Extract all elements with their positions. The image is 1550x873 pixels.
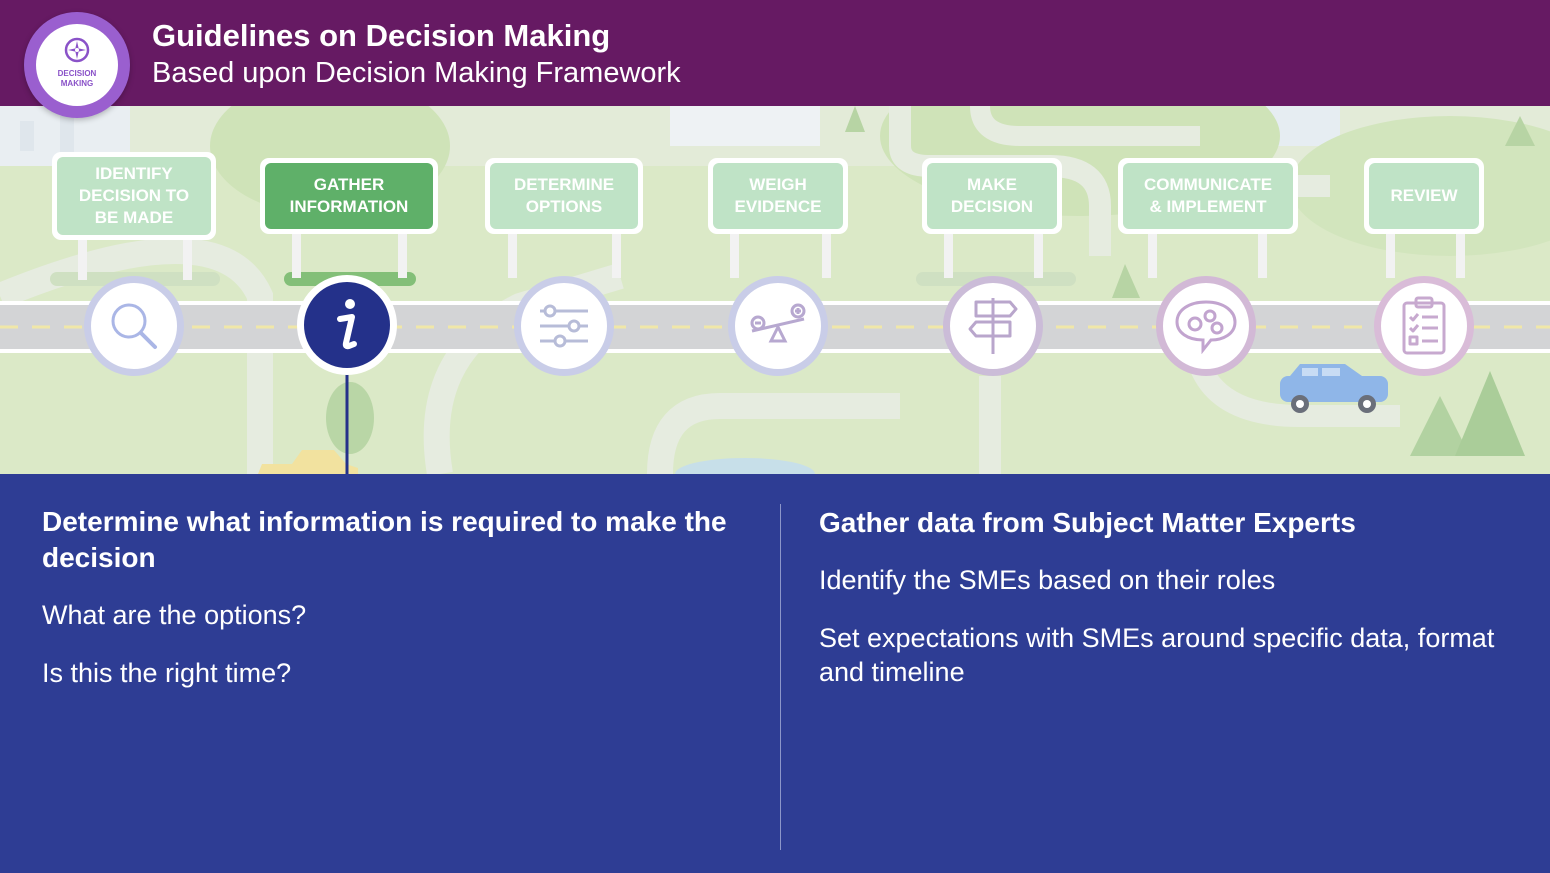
left-item: Is this the right time? [42, 658, 292, 688]
info-icon [337, 299, 357, 350]
step-label: MAKE DECISION [927, 163, 1057, 229]
clipboard-icon [1402, 296, 1446, 355]
step-label: REVIEW [1369, 163, 1479, 229]
step-sign-weigh-evidence[interactable]: WEIGH EVIDENCE [708, 158, 848, 234]
seesaw-icon [750, 303, 806, 343]
step-label: COMMUNICATE & IMPLEMENT [1123, 163, 1293, 229]
magnifier-icon [111, 303, 157, 349]
speech-gears-icon [1175, 300, 1237, 354]
left-item: What are the options? [42, 600, 307, 630]
step-label: DETERMINE OPTIONS [490, 163, 638, 229]
step-label: IDENTIFY DECISION TO BE MADE [57, 157, 211, 235]
page-title: Guidelines on Decision Making [152, 18, 611, 53]
decision-making-logo: DECISION MAKING [24, 12, 130, 118]
header-bar: DECISION MAKING Guidelines on Decision M… [0, 0, 1550, 118]
step-sign-communicate-implement[interactable]: COMMUNICATE & IMPLEMENT [1118, 158, 1298, 234]
step-circle-gather-information[interactable] [297, 275, 397, 375]
step-circle-make-decision[interactable] [943, 276, 1043, 376]
step-sign-make-decision[interactable]: MAKE DECISION [922, 158, 1062, 234]
right-item: Identify the SMEs based on their roles [819, 565, 1276, 595]
step-circle-determine-options[interactable] [514, 276, 614, 376]
step-sign-review[interactable]: REVIEW [1364, 158, 1484, 234]
yellow-car [258, 450, 358, 474]
decision-roadmap: IDENTIFY DECISION TO BE MADE GATHER INFO… [0, 106, 1550, 474]
step-label: WEIGH EVIDENCE [713, 163, 843, 229]
logo-label: DECISION MAKING [57, 69, 97, 88]
step-sign-gather-information[interactable]: GATHER INFORMATION [260, 158, 438, 234]
signpost-icon [968, 298, 1018, 354]
sliders-icon [540, 304, 588, 348]
step-details-panel: Determine what information is required t… [0, 474, 1550, 873]
right-heading: Gather data from Subject Matter Experts [819, 507, 1356, 538]
page-subtitle: Based upon Decision Making Framework [152, 57, 681, 89]
step-circle-weigh-evidence[interactable] [728, 276, 828, 376]
left-heading: Determine what information is required t… [42, 506, 727, 573]
step-circle-identify-decision[interactable] [84, 276, 184, 376]
step-sign-determine-options[interactable]: DETERMINE OPTIONS [485, 158, 643, 234]
right-item: Set expectations with SMEs around specif… [819, 623, 1495, 687]
column-divider [780, 504, 781, 850]
compass-icon [64, 37, 90, 63]
information-requirements-column: Determine what information is required t… [42, 504, 742, 714]
step-sign-identify-decision[interactable]: IDENTIFY DECISION TO BE MADE [52, 152, 216, 240]
step-circle-communicate-implement[interactable] [1156, 276, 1256, 376]
step-circle-review[interactable] [1374, 276, 1474, 376]
sme-data-column: Gather data from Subject Matter Experts … [819, 504, 1519, 713]
step-label: GATHER INFORMATION [265, 163, 433, 229]
blue-car [1280, 364, 1388, 413]
